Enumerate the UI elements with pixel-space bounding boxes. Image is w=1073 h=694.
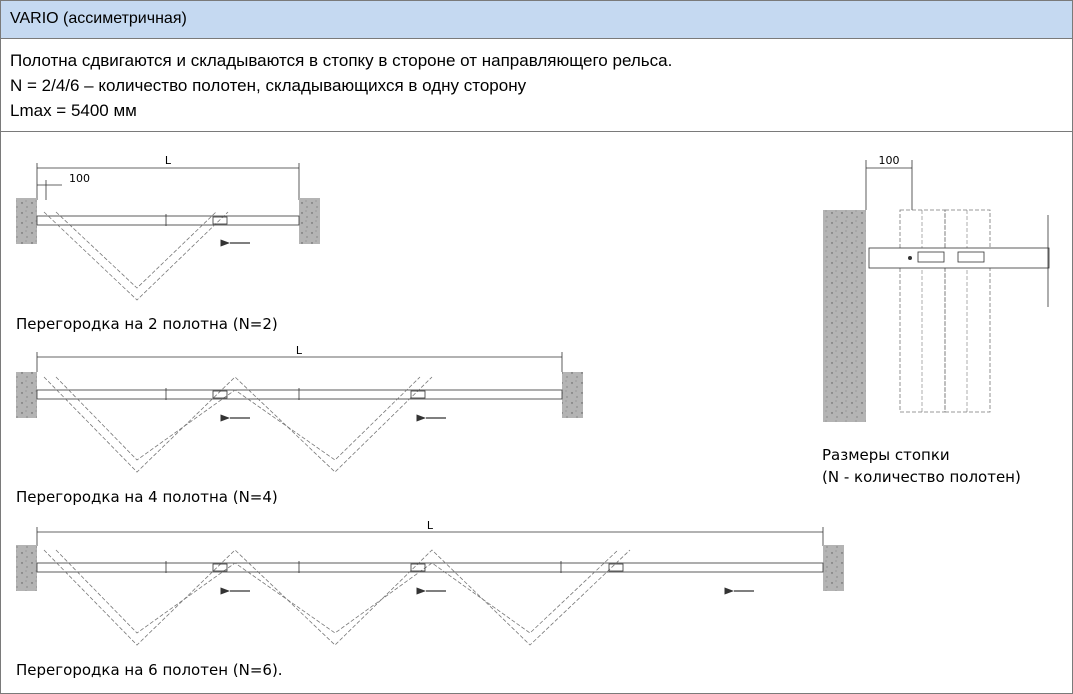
caption-n2: Перегородка на 2 полотна (N=2) bbox=[16, 315, 278, 333]
drawing-stack-detail: 100 bbox=[823, 154, 1050, 422]
caption-n4: Перегородка на 4 полотна (N=4) bbox=[16, 488, 278, 506]
drawing-n2: L 100 bbox=[16, 154, 320, 301]
caption-n6: Перегородка на 6 полотен (N=6). bbox=[16, 661, 283, 679]
description-block: Полотна сдвигаются и складываются в стоп… bbox=[1, 39, 1072, 132]
drawing-n4: L bbox=[16, 344, 583, 473]
description-line-2: N = 2/4/6 – количество полотен, складыва… bbox=[10, 76, 527, 95]
drawing-n6: L bbox=[16, 519, 844, 646]
header-bar: VARIO (ассиметричная) bbox=[1, 1, 1072, 39]
description-line-1: Полотна сдвигаются и складываются в стоп… bbox=[10, 51, 673, 70]
header-title: VARIO (ассиметричная) bbox=[10, 10, 187, 27]
description-line-3: Lmax = 5400 мм bbox=[10, 101, 137, 120]
dim-length-label: L bbox=[296, 344, 303, 357]
dim-offset-label: 100 bbox=[69, 172, 90, 185]
stack-caption-line-1: Размеры стопки bbox=[822, 446, 950, 464]
dim-length-label: L bbox=[427, 519, 434, 532]
dim-offset-label: 100 bbox=[879, 154, 900, 167]
stack-caption-line-2: (N - количество полотен) bbox=[822, 468, 1021, 486]
dim-length-label: L bbox=[165, 154, 172, 167]
